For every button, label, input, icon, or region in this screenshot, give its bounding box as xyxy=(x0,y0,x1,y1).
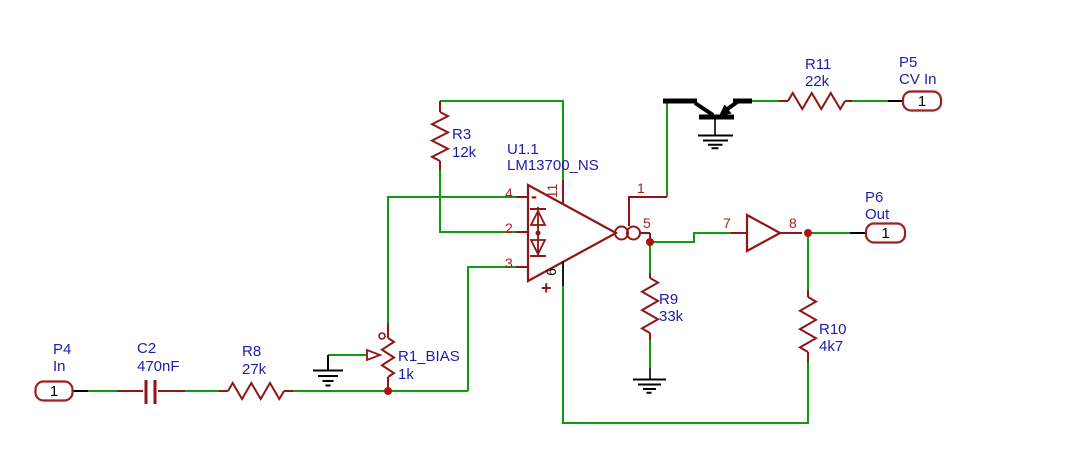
r9-value: 33k xyxy=(659,308,684,325)
port-p5-pin: 1 xyxy=(917,92,927,110)
wire-r3-top-to-pin11[interactable] xyxy=(440,100,564,180)
pin-number-8: 8 xyxy=(789,215,797,231)
port-p6[interactable] xyxy=(864,222,907,244)
pin-number-11: 11 xyxy=(544,183,560,199)
ota-current-source xyxy=(614,225,641,241)
wire-r3-bottom-to-pin2[interactable] xyxy=(439,170,517,233)
pin-number-7: 7 xyxy=(723,215,731,231)
ground-icon-pot[interactable] xyxy=(313,355,343,387)
pin-number-4: 4 xyxy=(505,185,513,201)
resistor-r9[interactable] xyxy=(639,273,661,340)
port-p5-label: CV In xyxy=(899,71,937,88)
port-p5[interactable] xyxy=(901,90,943,112)
r1-bias-ref: R1_BIAS xyxy=(398,348,460,365)
r8-value: 27k xyxy=(242,361,267,378)
wires[interactable] xyxy=(88,100,888,424)
wire-input-rail[interactable] xyxy=(88,266,517,392)
u1-value: LM13700_NS xyxy=(507,157,599,174)
port-p6-pin: 1 xyxy=(881,224,890,242)
r1-bias-value: 1k xyxy=(398,366,414,383)
c2-ref: C2 xyxy=(137,340,157,357)
plus-mark: + xyxy=(541,278,552,298)
r10-ref: R10 xyxy=(819,321,847,338)
r3-value: 12k xyxy=(452,144,477,161)
resistor-r10[interactable] xyxy=(797,290,819,362)
pin-number-1: 1 xyxy=(637,180,645,196)
pin-number-3: 3 xyxy=(505,255,513,271)
port-stubs[interactable] xyxy=(73,100,903,392)
junction-dot xyxy=(646,238,654,246)
r11-value: 22k xyxy=(805,73,830,90)
buffer-amp[interactable] xyxy=(745,213,783,253)
resistor-r3[interactable] xyxy=(429,101,451,170)
pin-number-5: 5 xyxy=(643,215,651,231)
ground-icon-r9[interactable] xyxy=(633,368,666,394)
capacitor-plates xyxy=(144,380,157,404)
r3-ref: R3 xyxy=(452,126,472,143)
r10-value: 4k7 xyxy=(819,338,844,355)
wire-feedback-r10-to-pin6[interactable] xyxy=(562,235,809,424)
r9-ref: R9 xyxy=(659,291,679,308)
c2-value: 470nF xyxy=(137,358,180,375)
wire-pin5-to-buffer[interactable] xyxy=(650,232,731,243)
junction-dots xyxy=(384,229,812,395)
port-boxes xyxy=(34,90,943,402)
wire-pin4-to-pot[interactable] xyxy=(387,196,517,323)
ground-icon-transistor[interactable] xyxy=(698,134,733,150)
resistor-r8[interactable] xyxy=(219,381,293,401)
port-p5-ref: P5 xyxy=(899,54,918,71)
port-p4-ref: P4 xyxy=(53,341,72,358)
port-p4[interactable] xyxy=(34,380,74,402)
u1-ref: U1.1 xyxy=(507,141,539,158)
r8-ref: R8 xyxy=(242,343,262,360)
ota-internal-diodes xyxy=(529,207,547,257)
junction-dot xyxy=(384,387,392,395)
potentiometer-r1-bias[interactable] xyxy=(366,323,396,387)
port-p4-label: In xyxy=(53,358,66,375)
port-p6-label: Out xyxy=(865,206,890,223)
junction-dot xyxy=(804,229,812,237)
ota-pin-stubs xyxy=(516,180,802,268)
ota-body[interactable] xyxy=(526,183,619,283)
transistor[interactable] xyxy=(663,98,752,135)
minus-mark: - xyxy=(531,186,537,206)
pin-number-2: 2 xyxy=(505,220,513,236)
emitter-arrow xyxy=(719,104,732,116)
port-p6-ref: P6 xyxy=(865,189,884,206)
r11-ref: R11 xyxy=(805,56,832,73)
port-p4-pin: 1 xyxy=(49,382,59,400)
resistor-r11[interactable] xyxy=(779,91,852,111)
pot-pin1-marker xyxy=(378,332,386,340)
ota-u1[interactable] xyxy=(516,180,802,286)
pot-wiper-arrow xyxy=(366,348,383,362)
capacitor-c2[interactable] xyxy=(117,380,185,404)
